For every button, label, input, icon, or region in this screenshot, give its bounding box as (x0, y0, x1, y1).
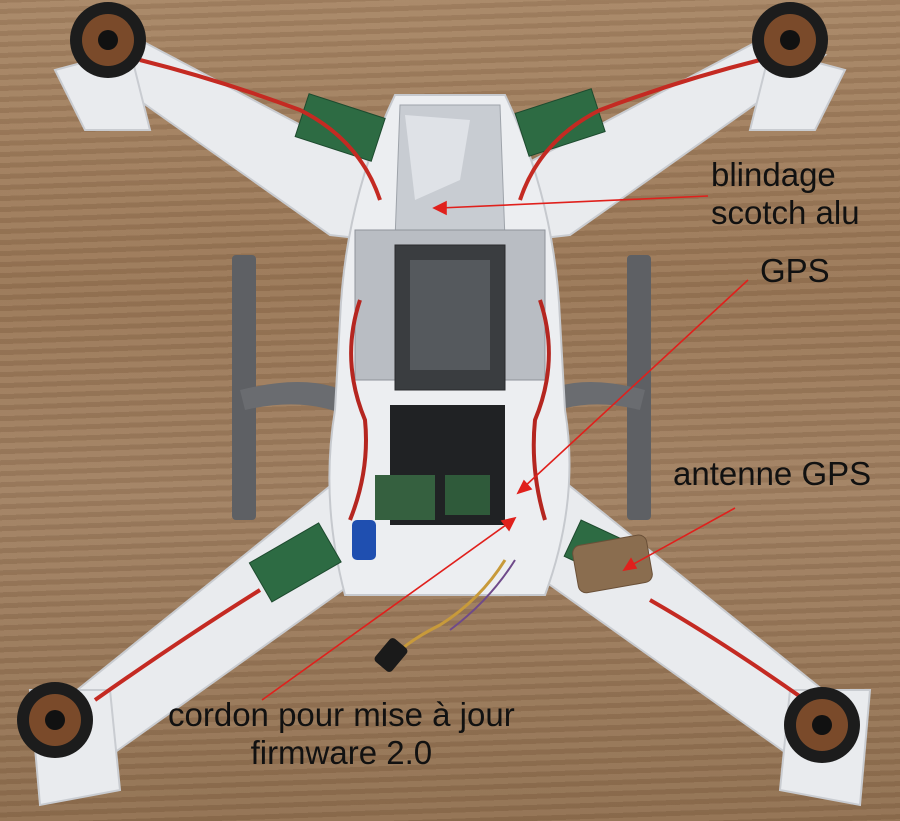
annotation-blindage: blindage scotch alu (711, 156, 860, 232)
gps-board (445, 475, 490, 515)
annotation-blindage-line1: blindage (711, 156, 836, 193)
annotation-pointers (261, 195, 749, 701)
firmware-plug (374, 638, 408, 672)
annotation-cordon: cordon pour mise à jour firmware 2.0 (168, 696, 515, 772)
pointer-gps (522, 279, 749, 489)
motor-rear-left (17, 682, 93, 758)
pointer-antenne (629, 507, 736, 567)
arrowhead-antenne (622, 557, 638, 572)
arrowhead-cordon (500, 516, 517, 532)
motor-front-right (752, 2, 828, 78)
gps-antenna (572, 534, 653, 594)
power-connector (352, 520, 376, 560)
annotation-cordon-line1: cordon pour mise à jour (168, 696, 515, 733)
landing-legs (232, 255, 651, 520)
wiring (93, 58, 807, 702)
arrowhead-blindage (432, 200, 447, 216)
cage-inner (410, 260, 490, 370)
annotation-gps: GPS (760, 252, 830, 289)
arrowhead-gps (516, 479, 533, 495)
annotation-antenne-gps: antenne GPS (673, 455, 872, 492)
motor-rear-right (784, 687, 860, 763)
main-board (375, 475, 435, 520)
annotation-cordon-line2: firmware 2.0 (250, 733, 433, 771)
pointer-blindage (439, 195, 709, 209)
motor-front-left (70, 2, 146, 78)
annotation-blindage-line2: scotch alu (711, 193, 860, 231)
motors (17, 2, 860, 763)
pointer-cordon (261, 521, 511, 701)
